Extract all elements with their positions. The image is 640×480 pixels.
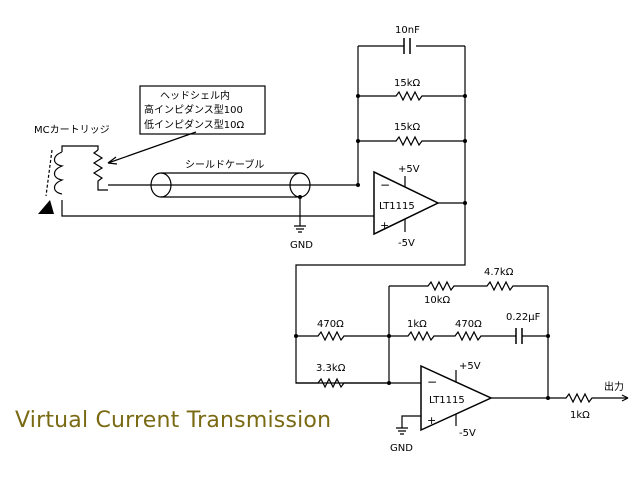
headshell-line-3: 低インピダンス型10Ω xyxy=(144,118,245,131)
label-0-22uf: 0.22μF xyxy=(506,312,541,323)
resistor-15k-2-symbol xyxy=(358,135,465,147)
label-cartridge: MCカートリッジ xyxy=(34,124,110,136)
svg-text:−: − xyxy=(380,178,390,192)
label-470b: 470Ω xyxy=(455,319,482,330)
label-opamp-1: LT1115 xyxy=(379,201,415,212)
label-opamp-2: LT1115 xyxy=(429,395,465,406)
opamp-2: − + xyxy=(396,364,629,435)
caption-title: Virtual Current Transmission xyxy=(15,408,332,433)
label-v-minus-1: -5V xyxy=(398,238,415,249)
label-v-plus-1: +5V xyxy=(398,164,420,175)
label-10nf: 10nF xyxy=(395,25,420,36)
shielded-cable xyxy=(61,172,374,226)
label-4k7: 4.7kΩ xyxy=(484,267,514,278)
ground-2-symbol xyxy=(396,427,408,435)
label-v-plus-2: +5V xyxy=(459,361,481,372)
svg-text:−: − xyxy=(427,375,437,389)
ground-1-symbol xyxy=(294,225,306,233)
resistor-15k-1-symbol xyxy=(358,90,465,102)
label-gnd-1: GND xyxy=(290,240,313,251)
label-1k: 1kΩ xyxy=(407,319,427,330)
label-15k-1: 15kΩ xyxy=(394,78,421,89)
capacitor-10nf-symbol xyxy=(403,38,411,54)
label-gnd-2: GND xyxy=(390,443,413,454)
output-arrow xyxy=(621,394,629,402)
label-3k3: 3.3kΩ xyxy=(316,363,346,374)
label-r-out: 1kΩ xyxy=(570,410,590,421)
svg-text:+: + xyxy=(427,414,436,427)
headshell-line-1: ヘッドシェル内 xyxy=(160,89,230,102)
label-v-minus-2: -5V xyxy=(459,428,476,439)
headshell-line-2: 高インピダンス型100 xyxy=(144,103,243,116)
mc-cartridge xyxy=(38,131,197,214)
label-output: 出力 xyxy=(604,380,624,393)
label-15k-2: 15kΩ xyxy=(394,122,421,133)
feedback-network xyxy=(356,38,467,205)
label-10k: 10kΩ xyxy=(424,295,451,306)
label-470a: 470Ω xyxy=(317,319,344,330)
label-cable: シールドケーブル xyxy=(185,158,264,171)
headshell-callout xyxy=(139,85,266,135)
svg-text:+: + xyxy=(380,219,389,232)
stage2-network xyxy=(296,280,550,400)
opamp-1: − + xyxy=(373,170,465,236)
